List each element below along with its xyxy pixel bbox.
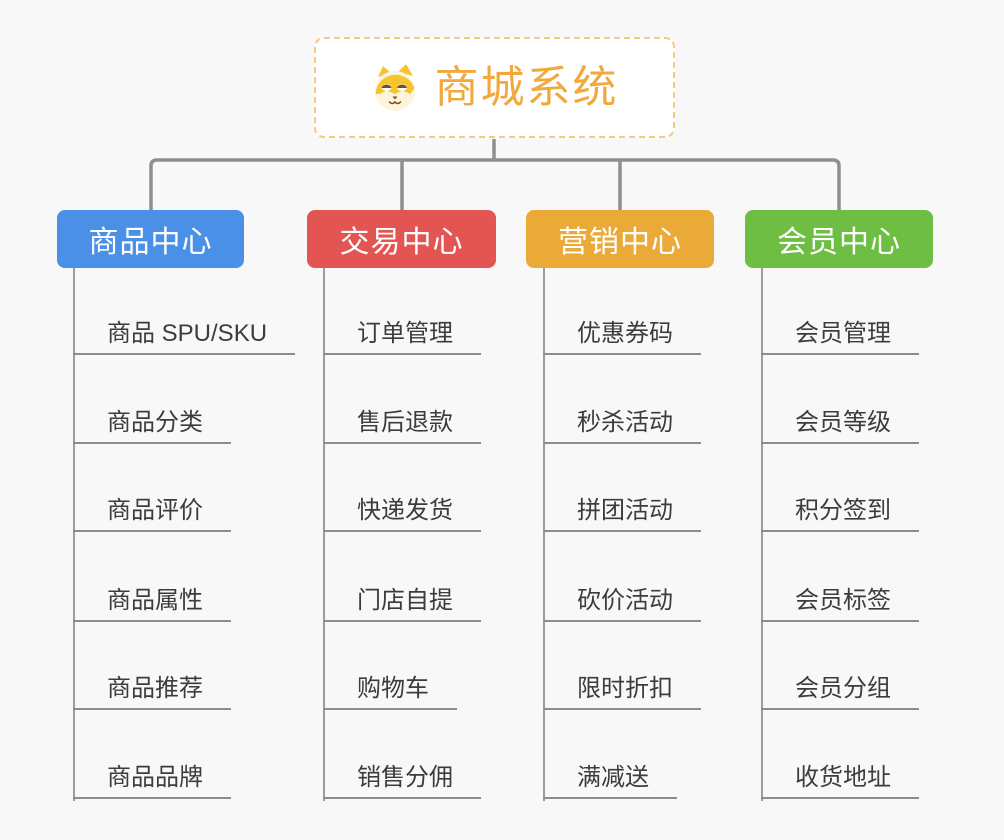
- branch-spine-marketing: [543, 268, 545, 801]
- root-node[interactable]: 商城系统: [314, 37, 675, 138]
- leaf-node[interactable]: 门店自提: [323, 576, 481, 622]
- leaf-node[interactable]: 购物车: [323, 664, 457, 710]
- leaf-node[interactable]: 会员分组: [761, 664, 919, 710]
- leaf-node[interactable]: 订单管理: [323, 309, 481, 355]
- leaf-node[interactable]: 商品 SPU/SKU: [73, 309, 296, 355]
- leaf-node[interactable]: 售后退款: [323, 398, 481, 444]
- leaf-node[interactable]: 秒杀活动: [543, 398, 701, 444]
- leaf-node[interactable]: 销售分佣: [323, 753, 481, 799]
- branch-spine-product: [73, 268, 75, 801]
- branch-box-product-center[interactable]: 商品中心: [57, 210, 244, 268]
- leaf-node[interactable]: 商品推荐: [73, 664, 231, 710]
- leaf-node[interactable]: 商品评价: [73, 486, 231, 532]
- root-title: 商城系统: [434, 62, 619, 112]
- leaf-node[interactable]: 砍价活动: [543, 576, 701, 622]
- leaf-node[interactable]: 积分签到: [761, 486, 919, 532]
- leaf-node[interactable]: 快递发货: [323, 486, 481, 532]
- leaf-node[interactable]: 商品属性: [73, 576, 231, 622]
- branch-box-marketing-center[interactable]: 营销中心: [526, 210, 714, 268]
- branch-box-member-center[interactable]: 会员中心: [745, 210, 933, 268]
- leaf-node[interactable]: 收货地址: [761, 753, 919, 799]
- dog-face-icon: [371, 62, 419, 114]
- leaf-node[interactable]: 会员管理: [761, 309, 919, 355]
- leaf-node[interactable]: 限时折扣: [543, 664, 701, 710]
- branch-spine-member: [761, 268, 763, 801]
- leaf-node[interactable]: 会员标签: [761, 576, 919, 622]
- leaf-node[interactable]: 商品分类: [73, 398, 231, 444]
- leaf-node[interactable]: 满减送: [543, 753, 677, 799]
- leaf-node[interactable]: 商品品牌: [73, 753, 231, 799]
- leaf-node[interactable]: 拼团活动: [543, 486, 701, 532]
- branch-box-trade-center[interactable]: 交易中心: [307, 210, 496, 268]
- leaf-node[interactable]: 会员等级: [761, 398, 919, 444]
- leaf-node[interactable]: 优惠券码: [543, 309, 701, 355]
- branch-spine-trade: [323, 268, 325, 801]
